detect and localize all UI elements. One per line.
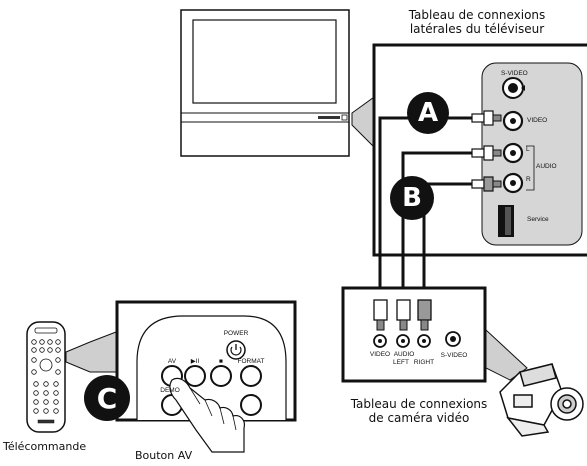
remote-control — [26, 321, 66, 433]
camera-panel-caption-line2: de caméra vidéo — [368, 410, 470, 425]
camcorder — [499, 363, 584, 437]
camera-panel-caption-line1: Tableau de connexions — [350, 397, 488, 411]
tv-panel-caption: Tableau de connexions latérales du télév… — [392, 8, 562, 37]
cam-jack-left-label: LEFT — [393, 359, 409, 366]
cam-jack-video-label: VIDEO — [369, 351, 391, 358]
cam-jack-svideo-label: S-VIDEO — [440, 352, 468, 359]
cam-jack-audio-label: AUDIO — [393, 351, 415, 358]
format-label: FORMAT — [237, 358, 265, 365]
remote-zoom-wedge — [65, 331, 117, 373]
tv-panel-caption-line2: latérales du téléviseur — [409, 21, 545, 36]
stop-label: ■ — [219, 358, 223, 365]
power-label: POWER — [223, 330, 249, 337]
tv-jack-audio-r-label: R — [526, 176, 531, 183]
camera-panel — [341, 286, 487, 383]
av-label: AV — [167, 358, 177, 365]
play-pause-label: ▶II — [190, 358, 200, 365]
camera-zoom-wedge — [485, 328, 528, 381]
tv-jack-svideo-label: S-VIDEO — [501, 70, 528, 77]
badge-c-label: C — [96, 382, 118, 415]
badge-c — [84, 375, 130, 421]
tv-rca-plugs — [471, 110, 502, 192]
badge-b — [390, 176, 434, 220]
camera-panel-caption: Tableau de connexions de caméra vidéo — [334, 397, 504, 426]
badge-a — [407, 92, 449, 134]
tv-jack-video-label: VIDEO — [527, 117, 548, 124]
av-button-caption: Bouton AV — [135, 449, 193, 462]
badge-b-label: B — [402, 183, 422, 213]
badge-a-label: A — [417, 98, 439, 128]
tv-jack-audio-l-label: L — [526, 146, 530, 153]
tv-panel-caption-line1: Tableau de connexions — [408, 8, 546, 22]
television — [180, 9, 350, 157]
cam-jack-right-label: RIGHT — [413, 359, 435, 366]
hand-pressing-av — [169, 377, 245, 453]
demo-label: DEMO — [160, 387, 180, 394]
remote-caption: Télécommande — [3, 440, 87, 453]
tv-jack-audio-label: AUDIO — [536, 163, 557, 170]
tv-service-label: Service — [527, 216, 549, 223]
